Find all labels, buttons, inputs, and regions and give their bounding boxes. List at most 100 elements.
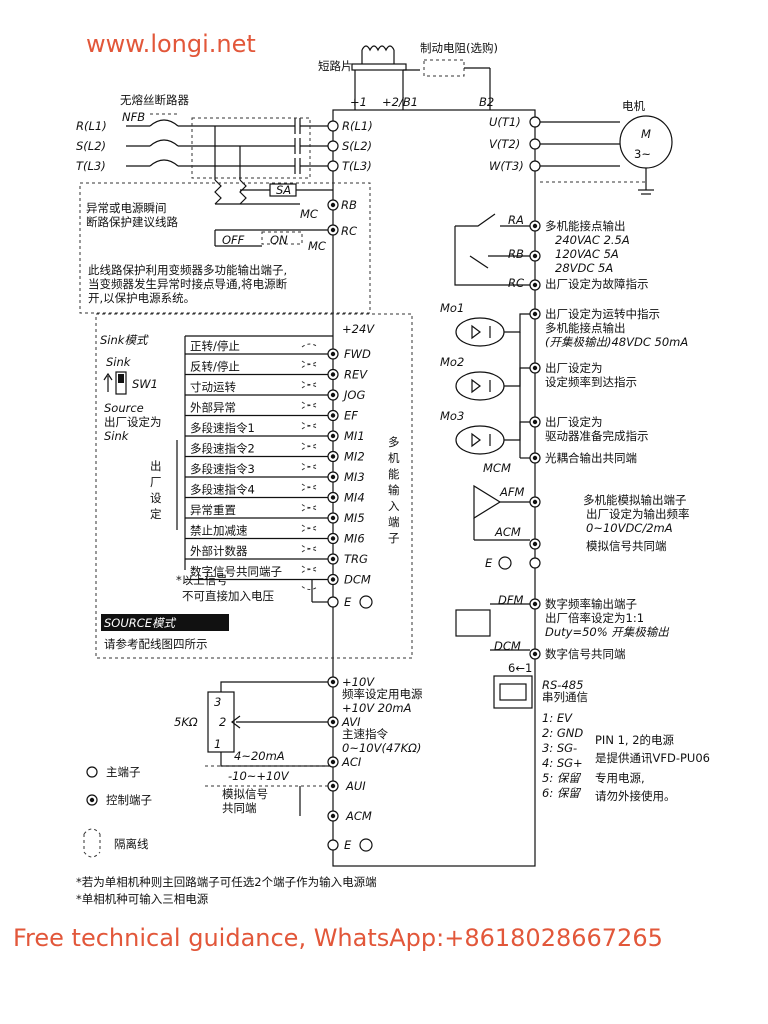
brake-resistor <box>423 59 465 77</box>
warn-1: *以上信号 <box>176 573 228 587</box>
motor-section: 电机 M 3~ U(T1) V(T2) W(T3) <box>489 99 673 195</box>
relay-desc-2: 240VAC 2.5A <box>555 233 630 247</box>
input-terminal-label: MI6 <box>344 532 365 546</box>
terminal-t: T(L3) <box>342 159 372 173</box>
afm-e-label: E <box>485 556 493 570</box>
acm-desc-2: 共同端 <box>222 801 257 815</box>
input-function-label: 寸动运转 <box>190 380 236 394</box>
afm-meter <box>473 484 502 520</box>
terminal-circle-r <box>327 120 339 132</box>
input-terminal-label: JOG <box>342 388 365 402</box>
mc-label-1: MC <box>300 207 318 221</box>
sa-label: SA <box>276 183 291 197</box>
relay-ra: RA <box>508 213 524 227</box>
sink-label: Sink <box>106 355 132 369</box>
aui-label: AUI <box>345 779 366 793</box>
pot-pin-3: 3 <box>214 695 221 709</box>
rs485-section: 6←1 RS-485 串列通信 1: EV 2: GND 3: SG- 4: S… <box>493 661 710 803</box>
input-function-label: 异常重置 <box>190 503 236 517</box>
nfb-label: NFB <box>122 110 145 124</box>
input-e-label: E <box>344 595 352 609</box>
afm-desc-1: 多机能模拟输出端子 <box>583 493 687 507</box>
rs485-pin-2: 2: GND <box>542 726 583 740</box>
source-mode-label: SOURCE模式 <box>104 616 177 630</box>
dfm-desc-4: 数字信号共同端 <box>545 647 626 661</box>
afm-section: AFM ACM E 多机能模拟输出端子 出厂设定为输出频率 0~10VDC/2m… <box>473 484 690 570</box>
acm-label-analog: ACM <box>345 809 372 823</box>
legend-isolation-icon <box>83 828 101 858</box>
input-dash-box <box>95 313 413 659</box>
input-function-label: 多段速指令3 <box>190 462 255 476</box>
legend-main-icon <box>86 766 98 778</box>
avi-label: AVI <box>341 715 361 729</box>
warn-2: 不可直接加入电压 <box>182 589 274 603</box>
input-terminal-label: DCM <box>344 573 371 587</box>
input-power-section: 无熔丝断路器 NFB R(L1) S(L2) T(L3) <box>76 93 371 314</box>
rs485-pin-6: 6: 保留 <box>542 786 581 800</box>
motor-phase: 3~ <box>634 147 651 161</box>
relay-desc-1: 多机能接点输出 <box>545 219 626 233</box>
relay-desc-4: 28VDC 5A <box>555 261 613 275</box>
protect-box <box>79 182 371 314</box>
factory-label-1: 出厂设定为 <box>104 415 162 429</box>
sw1-switch <box>115 371 127 395</box>
multi-input-7: 子 <box>388 531 400 545</box>
mo1-label: Mo1 <box>440 301 464 315</box>
terminal-r: R(L1) <box>342 119 373 133</box>
mo1-desc-1: 出厂设定为运转中指示 <box>545 307 660 321</box>
off-label: OFF <box>222 233 245 247</box>
terminal-circle-t <box>327 160 339 172</box>
acm-desc-1: 模拟信号 <box>222 787 268 801</box>
plus10-label: +10V <box>342 675 375 689</box>
legend-main: 主端子 <box>106 765 141 779</box>
relay-desc-5: 出厂设定为故障指示 <box>545 277 649 291</box>
mo3-desc-2: 驱动器准备完成指示 <box>545 429 649 443</box>
legend-control: 控制端子 <box>106 793 152 807</box>
brake-resistor-label: 制动电阻(选购) <box>420 41 498 55</box>
input-terminal-label: MI4 <box>344 491 365 505</box>
sw1-label: SW1 <box>132 377 158 391</box>
rs485-pin-3: 3: SG- <box>542 741 577 755</box>
input-terminal-label: FWD <box>344 347 371 361</box>
multi-input-1: 多 <box>388 435 400 449</box>
dcm-label-dfm: DCM <box>494 639 521 653</box>
multi-input-4: 输 <box>388 483 400 497</box>
mo2-desc-1: 出厂设定为 <box>545 361 603 375</box>
factory-v-4: 定 <box>150 507 162 521</box>
terminal-b2: B2 <box>479 95 494 109</box>
drive-frame <box>332 109 536 867</box>
motor-m: M <box>641 127 651 141</box>
rs485-title: RS-485 <box>542 678 583 692</box>
mo3-desc-1: 出厂设定为 <box>545 415 603 429</box>
legend-isolation: 隔离线 <box>114 837 149 851</box>
mo3-label: Mo3 <box>440 409 464 423</box>
protect-desc-2: 当变频器发生异常时接点导通,将电源断 <box>88 277 288 291</box>
multi-input-6: 端 <box>388 515 400 529</box>
source-label: Source <box>104 401 144 415</box>
mc-label-2: MC <box>308 239 326 253</box>
mo2-label: Mo2 <box>440 355 464 369</box>
note-1: *若为单相机种则主回路端子可任选2个端子作为输入电源端 <box>76 875 377 889</box>
rj45-icon <box>493 675 533 709</box>
choke-coil <box>361 45 395 52</box>
avi-desc-2: 0~10V(47KΩ) <box>342 741 421 755</box>
terminal-w: W(T3) <box>489 159 524 173</box>
dc-bus-section: 短路片 制动电阻(选购) +1 +2/B1 B2 <box>318 41 498 110</box>
dfm-section: DFM DCM 数字频率输出端子 出厂倍率设定为1:1 Duty=50% 开集极… <box>455 593 669 661</box>
breaker-lines <box>126 113 333 205</box>
rs485-pin-5: 5: 保留 <box>542 771 581 785</box>
terminal-plus1: +1 <box>350 95 367 109</box>
relay-rb: RB <box>508 247 524 261</box>
pot-label: 5KΩ <box>174 715 198 729</box>
mo1-desc-3: (开集极输出)48VDC 50mA <box>545 335 688 349</box>
input-terminal-label: MI5 <box>344 511 365 525</box>
rs485-subtitle: 串列通信 <box>542 690 588 704</box>
dfm-label: DFM <box>498 593 523 607</box>
on-switch <box>261 231 303 245</box>
terminal-plus2b1: +2/B1 <box>382 95 418 109</box>
rs485-note-2: 是提供通讯VFD-PU06 <box>595 751 710 765</box>
afm-desc-4: 模拟信号共同端 <box>586 539 667 553</box>
mcm-label: MCM <box>483 461 511 475</box>
factory-v-1: 出 <box>150 459 162 473</box>
multi-input-2: 机 <box>388 451 400 465</box>
